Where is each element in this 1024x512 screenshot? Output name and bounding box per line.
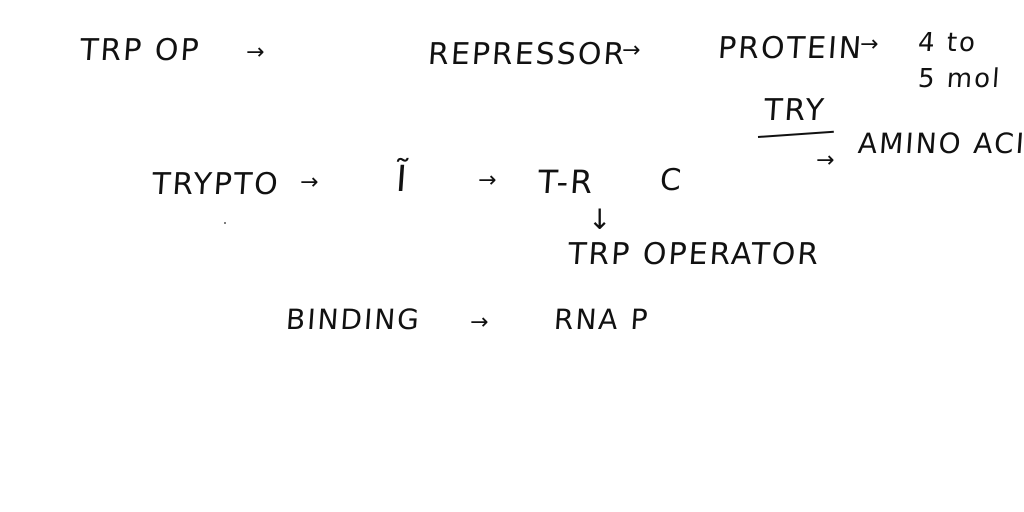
arrow-right-icon: → xyxy=(300,170,319,195)
arrow-right-icon: → xyxy=(816,148,835,173)
note-rna: RNA P xyxy=(552,303,651,336)
arrow-right-icon: → xyxy=(470,310,489,335)
note-trp-op: TRP OP xyxy=(78,33,202,68)
arrow-right-icon: → xyxy=(860,32,879,57)
note-i-symbol: Ĩ xyxy=(394,159,411,200)
try-underline xyxy=(757,130,834,138)
note-trypto: TRYPTO xyxy=(150,167,281,202)
arrow-right-icon: → xyxy=(478,168,497,193)
note-t-r: T-R xyxy=(536,163,596,201)
arrow-down-icon: ↓ xyxy=(588,203,612,236)
note-protein: PROTEIN xyxy=(716,31,865,66)
note-mol-bottom: 5 mol xyxy=(916,64,1003,94)
note-amino-acid: AMINO ACID xyxy=(856,127,1024,160)
note-try: TRY xyxy=(762,93,827,128)
note-repressor: REPRESSOR xyxy=(426,37,628,72)
note-c: C xyxy=(658,163,685,198)
note-mol-top: 4 to xyxy=(916,28,978,58)
arrow-right-icon: → xyxy=(622,38,641,63)
note-trp-operator: TRP OPERATOR xyxy=(566,237,822,272)
stray-dot xyxy=(224,222,226,224)
note-binding: BINDING xyxy=(284,303,423,336)
arrow-right-icon: → xyxy=(246,40,265,65)
